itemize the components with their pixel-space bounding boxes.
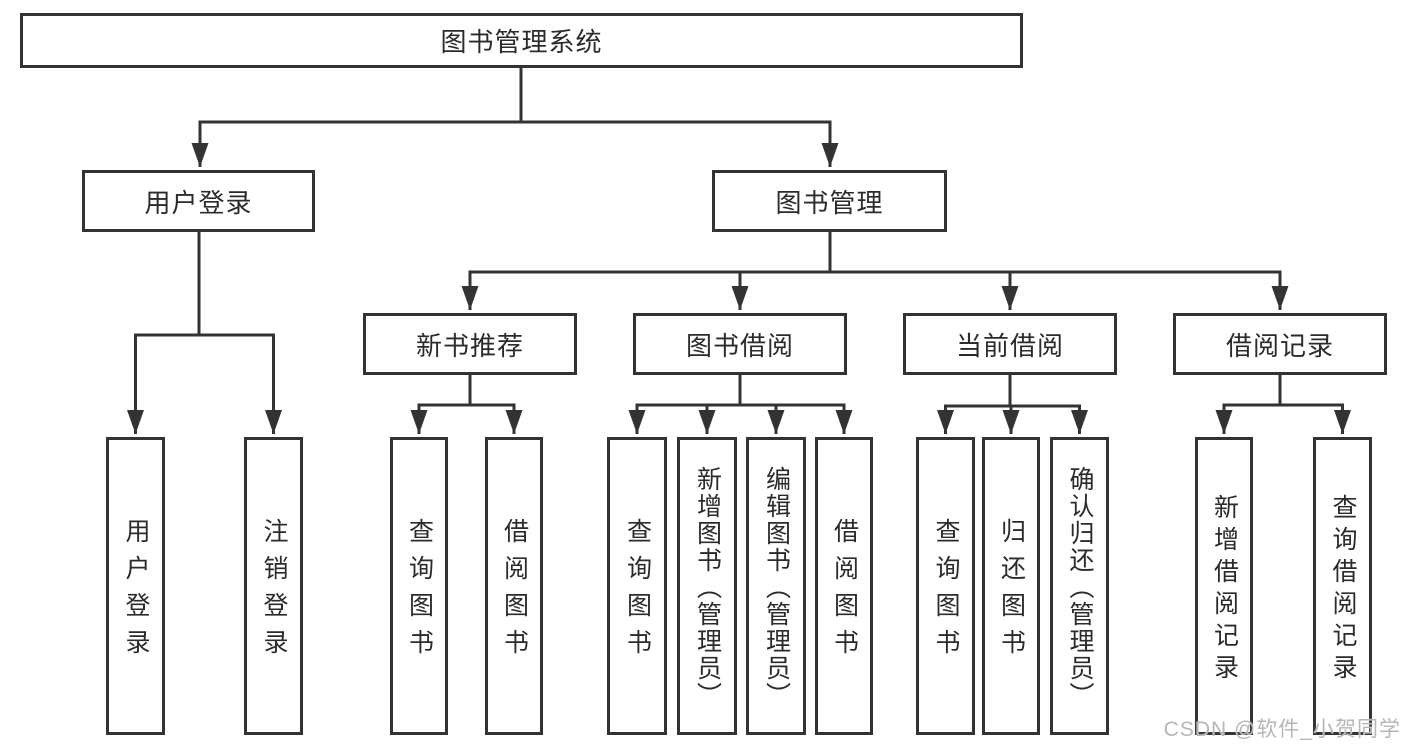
- csdn-watermark: CSDN @软件_小贺同学: [1163, 718, 1401, 741]
- leaf-edit-books-admin: 编辑图书（管理员）: [746, 437, 806, 735]
- node-label: 用户登录: [122, 518, 150, 666]
- leaf-query-borrow-record: 查询借阅记录: [1313, 437, 1372, 735]
- leaf-borrow-books-recommend: 借阅图书: [485, 437, 543, 735]
- node-label: 图书管理: [775, 187, 884, 218]
- node-label: 归还图书: [997, 518, 1026, 666]
- node-label: 确认归还（管理员）: [1066, 465, 1094, 709]
- node-label: 查询借阅记录: [1329, 493, 1357, 686]
- node-label: 查询图书: [932, 518, 960, 666]
- node-label: 查询图书: [405, 518, 434, 666]
- leaf-query-books-borrowing: 查询图书: [607, 437, 667, 735]
- leaf-add-borrow-record: 新增借阅记录: [1195, 437, 1253, 735]
- node-borrowing-records: 借阅记录: [1173, 313, 1387, 375]
- node-user-login: 用户登录: [82, 170, 315, 232]
- node-label: 新增图书（管理员）: [693, 465, 722, 709]
- node-label: 注销登录: [260, 518, 288, 666]
- leaf-query-books-recommend: 查询图书: [390, 437, 448, 735]
- leaf-confirm-return-admin: 确认归还（管理员）: [1050, 437, 1109, 735]
- node-book-management: 图书管理: [712, 170, 947, 232]
- node-label: 图书管理系统: [440, 27, 603, 57]
- node-current-borrowing: 当前借阅: [903, 313, 1117, 375]
- leaf-query-books-current: 查询图书: [916, 437, 975, 735]
- node-library-management-system: 图书管理系统: [20, 13, 1023, 68]
- leaf-user-login: 用户登录: [106, 437, 165, 735]
- node-label: 编辑图书（管理员）: [762, 465, 791, 709]
- node-label: 借阅图书: [830, 518, 859, 666]
- node-label: 新增借阅记录: [1210, 493, 1239, 686]
- leaf-logout: 注销登录: [244, 437, 303, 735]
- node-label: 新书推荐: [415, 330, 524, 361]
- node-label: 借阅记录: [1225, 330, 1334, 361]
- leaf-add-books-admin: 新增图书（管理员）: [677, 437, 737, 735]
- node-new-book-recommend: 新书推荐: [363, 313, 577, 375]
- leaf-borrow-books: 借阅图书: [815, 437, 873, 735]
- node-label: 借阅图书: [500, 518, 529, 666]
- node-book-borrowing: 图书借阅: [633, 313, 847, 375]
- node-label: 用户登录: [144, 187, 253, 218]
- leaf-return-books: 归还图书: [982, 437, 1040, 735]
- node-label: 图书借阅: [685, 330, 794, 361]
- node-label: 当前借阅: [955, 330, 1064, 361]
- node-label: 查询图书: [623, 518, 652, 666]
